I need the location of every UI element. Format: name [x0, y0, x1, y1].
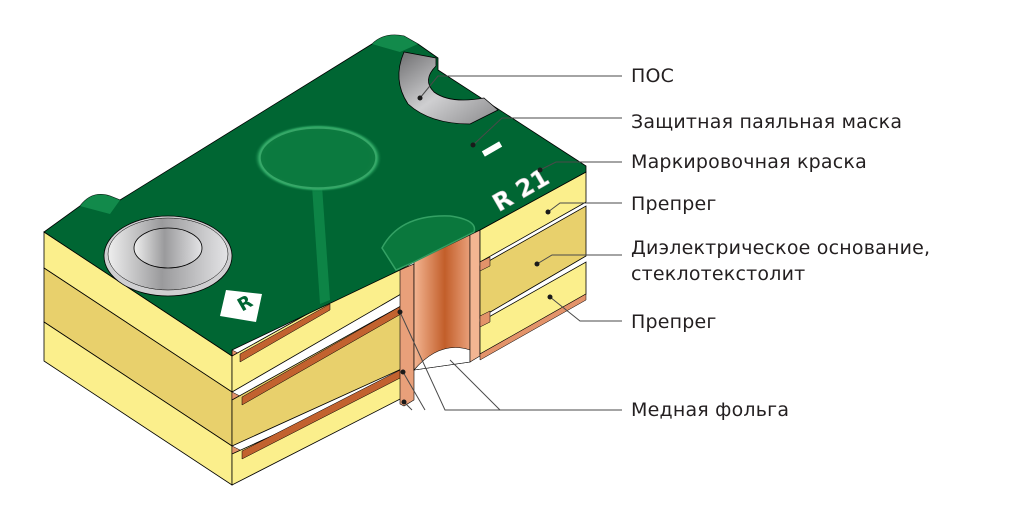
- component-marker-badge: [220, 290, 262, 322]
- label-prepreg-top: Препрег: [631, 193, 717, 215]
- label-solder-mask: Защитная паяльная маска: [631, 111, 903, 133]
- label-copper-foil: Медная фольга: [631, 399, 790, 421]
- label-pos: ПОС: [631, 65, 675, 87]
- leader-dots: [397, 95, 553, 405]
- leader-lines: [399, 75, 622, 411]
- polarity-mark: [481, 141, 503, 157]
- right-face-layers: [231, 257, 415, 486]
- label-prepreg-bottom: Препрег: [631, 311, 717, 333]
- plated-through-hole: [413, 229, 481, 371]
- pos-solder-pads: [103, 51, 499, 297]
- label-dielectric-line2: стеклотекстолит: [631, 263, 806, 285]
- right-cut-face: [479, 171, 587, 361]
- label-dielectric-line1: Диэлектрическое основание,: [631, 237, 931, 259]
- left-face-layers: [43, 231, 243, 486]
- label-marking-ink: Маркировочная краска: [631, 151, 867, 173]
